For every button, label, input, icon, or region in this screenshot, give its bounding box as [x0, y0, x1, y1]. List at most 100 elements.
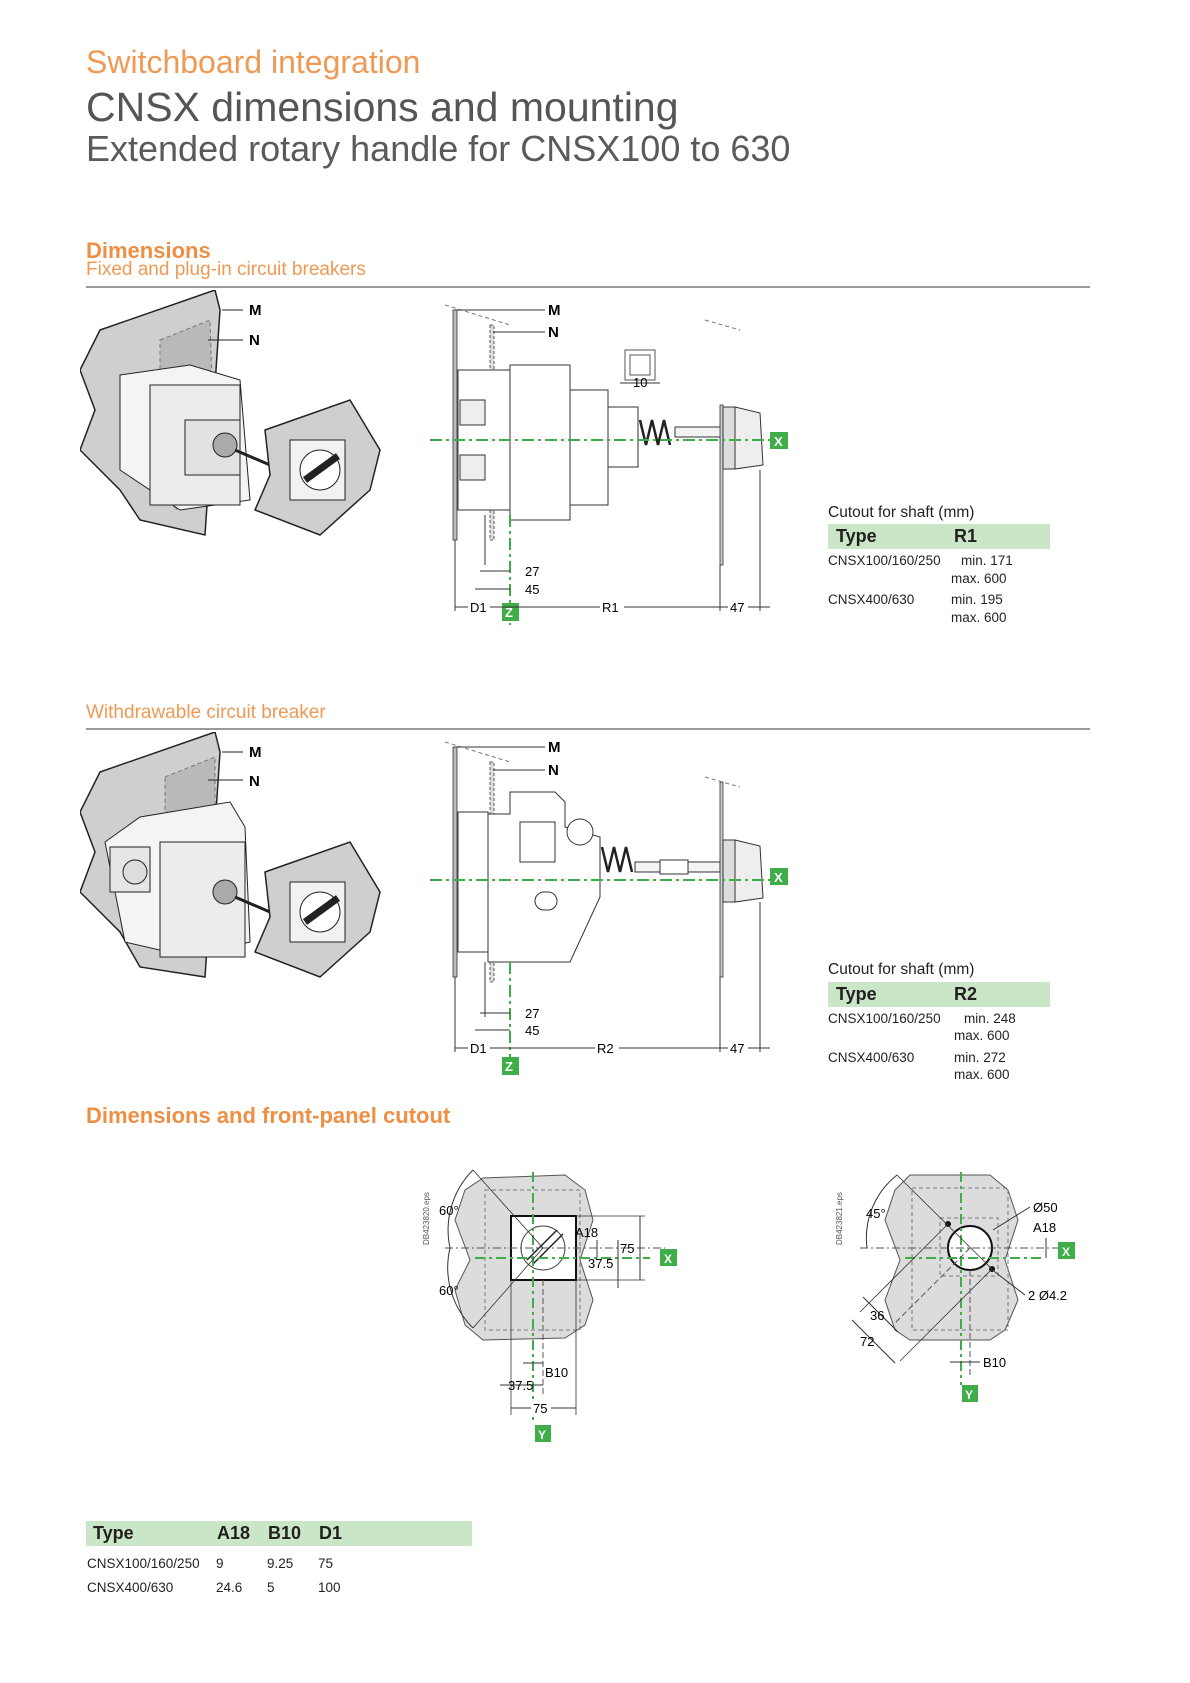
- cutout-row-type: CNSX100/160/250: [828, 553, 941, 568]
- file-ref: DB423820.eps: [422, 1192, 431, 1245]
- axis-x-label: X: [1062, 1245, 1070, 1259]
- angle-label: 45°: [866, 1206, 886, 1221]
- cell-a18: 24.6: [216, 1580, 243, 1595]
- cutout-row-min: min. 272: [954, 1050, 1006, 1065]
- axis-y-label: Y: [538, 1428, 546, 1442]
- cutout-caption-fixed: Cutout for shaft (mm): [828, 504, 975, 521]
- col-header-type: Type: [93, 1523, 134, 1543]
- cell-b10: 9.25: [267, 1556, 294, 1571]
- axis-z-badge: [502, 1057, 519, 1075]
- holes-leader: [994, 1271, 1026, 1296]
- dim-375-v-label: 37.5: [588, 1256, 613, 1271]
- panel-m: [452, 746, 458, 978]
- round-cutout-drawing: DB423821.eps X Y 45° Ø50 A18 2 Ø4.2 36 7…: [835, 1172, 1075, 1402]
- cutout-row-type: CNSX100/160/250: [828, 1011, 941, 1026]
- label-m: M: [548, 302, 561, 319]
- chassis-side-plate: [487, 791, 601, 963]
- cell-d1: 100: [318, 1580, 341, 1595]
- handle-flange: [722, 406, 736, 470]
- cutout-caption-withdrawable: Cutout for shaft (mm): [828, 961, 975, 978]
- d1-mask: [468, 599, 490, 613]
- label-n: N: [249, 773, 260, 790]
- dim-b10-label: B10: [983, 1355, 1006, 1370]
- section-rule: [86, 286, 1090, 288]
- dim-45-label: 45: [525, 582, 539, 597]
- shaft-coupling: [212, 879, 238, 905]
- section-title-dimensions: Dimensions: [86, 238, 211, 263]
- axis-x-badge: [770, 868, 788, 885]
- chassis-window: [519, 821, 556, 863]
- dim-47-label: 47: [730, 1041, 744, 1056]
- label-m: M: [548, 739, 561, 756]
- col-header-r1: R1: [954, 526, 978, 546]
- handle-grip: [302, 895, 341, 925]
- square-cutout-drawing: DB423820.eps X Y 60° 60° 75 37.5 A18 B10…: [422, 1169, 677, 1442]
- cutout-row-min: min. 195: [951, 592, 1003, 607]
- terminal-top: [459, 399, 486, 426]
- dim-36-line: [862, 1296, 899, 1333]
- dim-75-mask: [531, 1401, 551, 1415]
- axis-x-label: X: [664, 1252, 672, 1266]
- angle-ray-bottom: [472, 1247, 544, 1329]
- fixed-breaker-illustration: M N: [80, 290, 381, 536]
- locking-slot: [534, 891, 558, 911]
- dim-72-label: 72: [860, 1334, 874, 1349]
- cutout-row-max: max. 600: [954, 1028, 1010, 1043]
- dim-d1-label: D1: [470, 600, 487, 615]
- dim-a18-label: A18: [575, 1225, 598, 1240]
- section-title-front-panel-cutout: Dimensions and front-panel cutout: [86, 1103, 451, 1128]
- dim-27-label: 27: [525, 564, 539, 579]
- col-header-type: Type: [836, 526, 877, 546]
- dim-72-line: [851, 1319, 896, 1364]
- dim-10-label: 10: [633, 375, 647, 390]
- cell-b10: 5: [267, 1580, 275, 1595]
- terminal-bottom: [459, 454, 486, 481]
- withdrawable-breaker-illustration: M N: [80, 732, 381, 978]
- col-header-a18: A18: [217, 1523, 251, 1543]
- dim-d1-label: D1: [470, 1041, 487, 1056]
- handle-grip: [302, 453, 341, 483]
- col-header-type: Type: [836, 984, 877, 1004]
- shaft: [234, 448, 271, 467]
- axis-x-label: X: [774, 434, 783, 449]
- breaker-dashed-outline: [484, 1189, 581, 1331]
- cutout-row-min: min. 248: [964, 1011, 1016, 1026]
- cutout-row-min: min. 171: [961, 553, 1013, 568]
- axis-y-label: Y: [965, 1388, 973, 1402]
- angle-arc: [865, 1174, 898, 1249]
- spring: [600, 846, 634, 873]
- rotary-handle: [734, 839, 764, 903]
- cutout-row-max: max. 600: [954, 1067, 1010, 1082]
- cutout-table-header-fixed: Type R1: [828, 524, 1050, 549]
- page-title: CNSX dimensions and mounting: [86, 84, 679, 130]
- dim-ext-hole-1: [859, 1223, 949, 1313]
- door-panel: [719, 404, 724, 566]
- label-n: N: [548, 762, 559, 779]
- axis-y-badge: [535, 1425, 551, 1442]
- dim-75-v-label: 75: [620, 1241, 634, 1256]
- handle-mark-a: [526, 1229, 558, 1261]
- dim-75-h-label: 75: [533, 1401, 547, 1416]
- col-header-b10: B10: [268, 1523, 302, 1543]
- dim-b10-label: B10: [545, 1365, 568, 1380]
- dim-r-label: R1: [602, 600, 619, 615]
- angle-arc-top: [447, 1169, 474, 1249]
- cutout-row-type: CNSX400/630: [828, 1050, 915, 1065]
- col-header-d1: D1: [319, 1523, 343, 1543]
- cutout-row-max: max. 600: [951, 571, 1007, 586]
- label-n: N: [548, 324, 559, 341]
- page-supertitle: Switchboard integration: [86, 44, 421, 80]
- label-m: M: [249, 302, 262, 319]
- chassis-base: [457, 811, 489, 953]
- handle-flange: [722, 839, 736, 903]
- subsection-title-fixed: Fixed and plug-in circuit breakers: [86, 259, 366, 280]
- withdrawable-side-view-drawing: M N X Z 27 45 D1 R2 47: [430, 739, 788, 1077]
- angle-top-label: 60°: [439, 1203, 459, 1218]
- page-subtitle: Extended rotary handle for CNSX100 to 63…: [86, 128, 791, 169]
- door-break-top: [704, 776, 741, 788]
- axis-x-label: X: [774, 870, 783, 885]
- cell-a18: 9: [216, 1556, 224, 1571]
- angle-ray: [896, 1174, 996, 1273]
- dim-ext-hole-2: [899, 1268, 993, 1362]
- dim-27-label: 27: [525, 1006, 539, 1021]
